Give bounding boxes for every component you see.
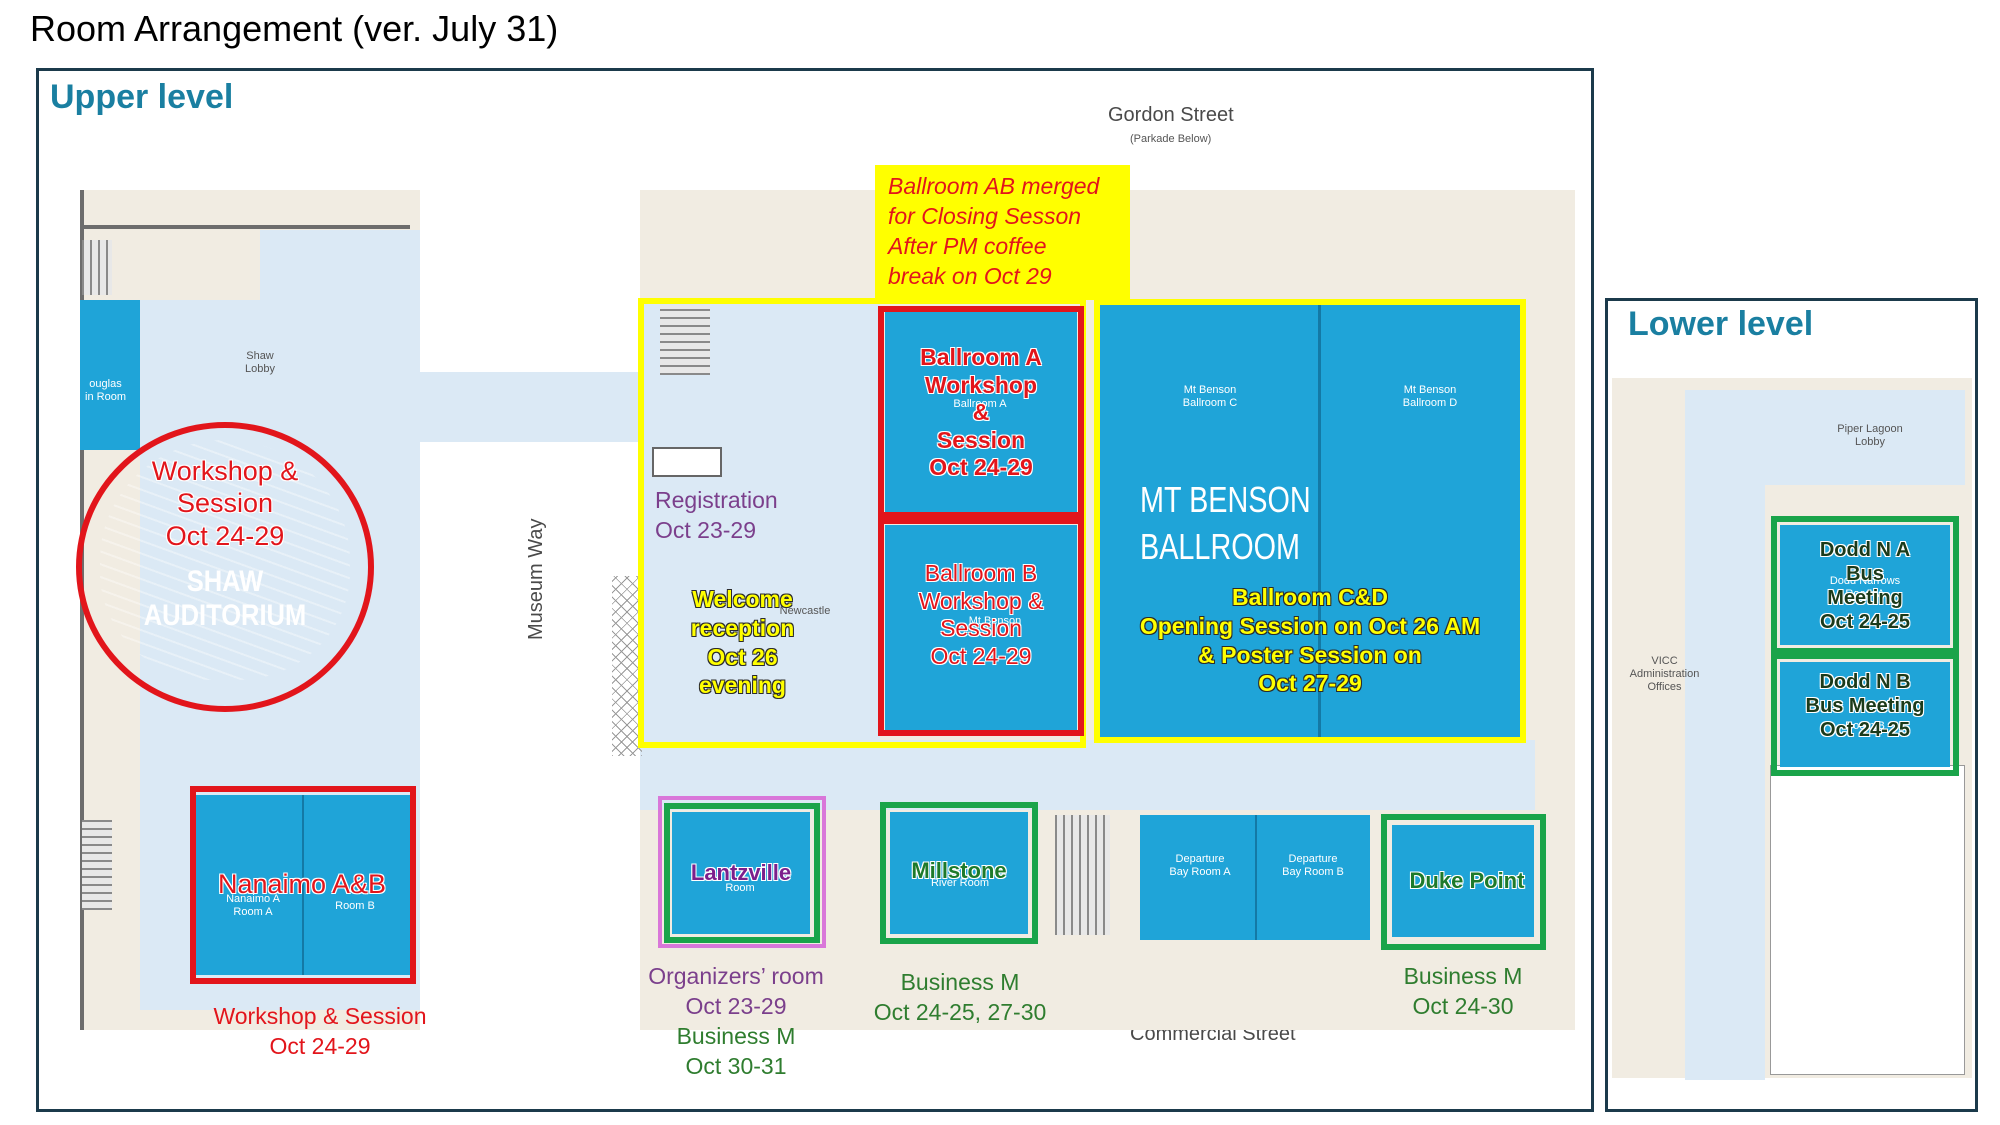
lantzville-small-label: Room [725,882,755,894]
douglas-room [80,300,140,450]
north-wall [80,225,410,229]
millstone-note: Business M Oct 24-25, 27-30 [873,969,1047,1025]
dodd-a-highlight [1771,516,1959,654]
millstone-label: Millstone [911,858,1007,883]
ballroom-cd-room [1100,305,1520,737]
dodd-b-label: Dodd N B Bus Meeting Oct 24-25 [1805,671,1925,741]
departure-bay-a-label: Departure Bay Room A [1169,853,1231,879]
lantzville-room [672,812,810,934]
duke-point-note: Business M Oct 24-30 [1403,963,1523,1019]
ballroom-cd-highlight [1094,299,1526,743]
page-title: Room Arrangement (ver. July 31) [30,8,559,49]
millstone-small-label: River Room [930,877,990,889]
duke-point-highlight [1381,814,1546,950]
shaw-auditorium-highlight [76,422,374,712]
lantzville-green-highlight [664,803,820,943]
ballroom-b-highlight [878,518,1084,736]
vicc-admin-label: VICC Administration Offices [1629,655,1700,694]
lower-level-heading: Lower level [1628,305,1814,343]
millstone-highlight [880,802,1038,944]
dodd-a-label: Dodd N A Bus Meeting Oct 24-25 [1819,539,1911,633]
dodd-b-room [1780,662,1950,767]
lantzville-business-note: Business M Oct 30-31 [676,1023,796,1079]
ballroom-ab-note: Ballroom AB merged for Closing Sesson Af… [888,173,1100,289]
piper-lagoon-lobby [1685,390,1965,485]
departure-bay-divider [1255,815,1257,940]
ballroom-b-small-label: Mt Benson [968,615,1022,627]
stairs [82,240,112,295]
millstone-room [890,812,1028,934]
ballroom-a-small-label: Ballroom A [953,398,1007,410]
museum-way-label: Museum Way [525,518,547,640]
ballroom-b-label: Ballroom B Workshop & Session Oct 24-29 [918,560,1044,669]
ballroom-a-room [885,312,1077,512]
ballroom-a-label: Ballroom A Workshop & Session Oct 24-29 [920,344,1042,481]
dodd-b-small-label: Room B [1845,720,1885,732]
nanaimo-room-a-label: Nanaimo A Room A [226,893,280,919]
departure-bay-b-label: Departure Bay Room B [1282,853,1344,879]
mt-benson-ballroom-name: MT BENSON BALLROOM [1140,479,1311,567]
nanaimo-highlight [190,786,416,984]
entrance-grille [612,576,642,756]
stairs [82,820,112,910]
ballroom-cd-divider [1318,305,1321,737]
lower-corridor [1685,480,1765,1080]
lantzville-pink-highlight [658,796,826,948]
lower-hall [1770,765,1965,1075]
piper-lagoon-label: Piper Lagoon Lobby [1837,423,1903,449]
ballroom-a-highlight [878,306,1084,518]
upper-level-heading: Upper level [50,78,234,116]
registration-label: Registration Oct 23-29 [655,487,778,543]
parkade-label: (Parkade Below) [1130,133,1212,145]
gordon-street-label: Gordon Street [1108,104,1234,126]
nanaimo-label: Nanaimo A&B [217,869,387,899]
organizers-room-note: Organizers’ room Oct 23-29 [648,963,824,1019]
ballroom-c-small-label: Mt Benson Ballroom C [1182,384,1238,410]
newcastle-label: Newcastle [779,605,831,617]
registration-desk [652,447,722,477]
nanaimo-divider [302,795,304,975]
ballroom-b-room [885,525,1077,731]
shaw-lobby-label: Shaw Lobby [245,350,275,376]
dodd-b-highlight [1771,653,1959,776]
nanaimo-note: Workshop & Session Oct 24-29 [213,1003,427,1059]
douglas-room-label: ouglas in Room [85,378,126,404]
duke-point-label: Duke Point [1409,868,1525,893]
lantzville-label: Lantzville [690,860,792,885]
duke-point-room [1392,825,1534,937]
shaw-lobby-north [260,230,420,350]
ballroom-ab-note-box [875,165,1130,300]
dodd-a-room [1780,525,1950,645]
shaw-auditorium-label: Workshop & Session Oct 24-29 [151,456,299,551]
shaw-auditorium-name: SHAW AUDITORIUM [143,565,307,632]
ballroom-d-small-label: Mt Benson Ballroom D [1402,384,1458,410]
nanaimo-room-b-label: Room B [335,900,375,912]
restroom-block [1055,815,1110,935]
dodd-a-small-label: Dodd Narrows Room A [1829,575,1901,601]
ballroom-cd-label: Ballroom C&D Opening Session on Oct 26 A… [1139,584,1481,697]
welcome-reception-label: Welcome reception Oct 26 evening [690,586,795,699]
skybridge [420,372,642,442]
stairs [660,305,710,375]
